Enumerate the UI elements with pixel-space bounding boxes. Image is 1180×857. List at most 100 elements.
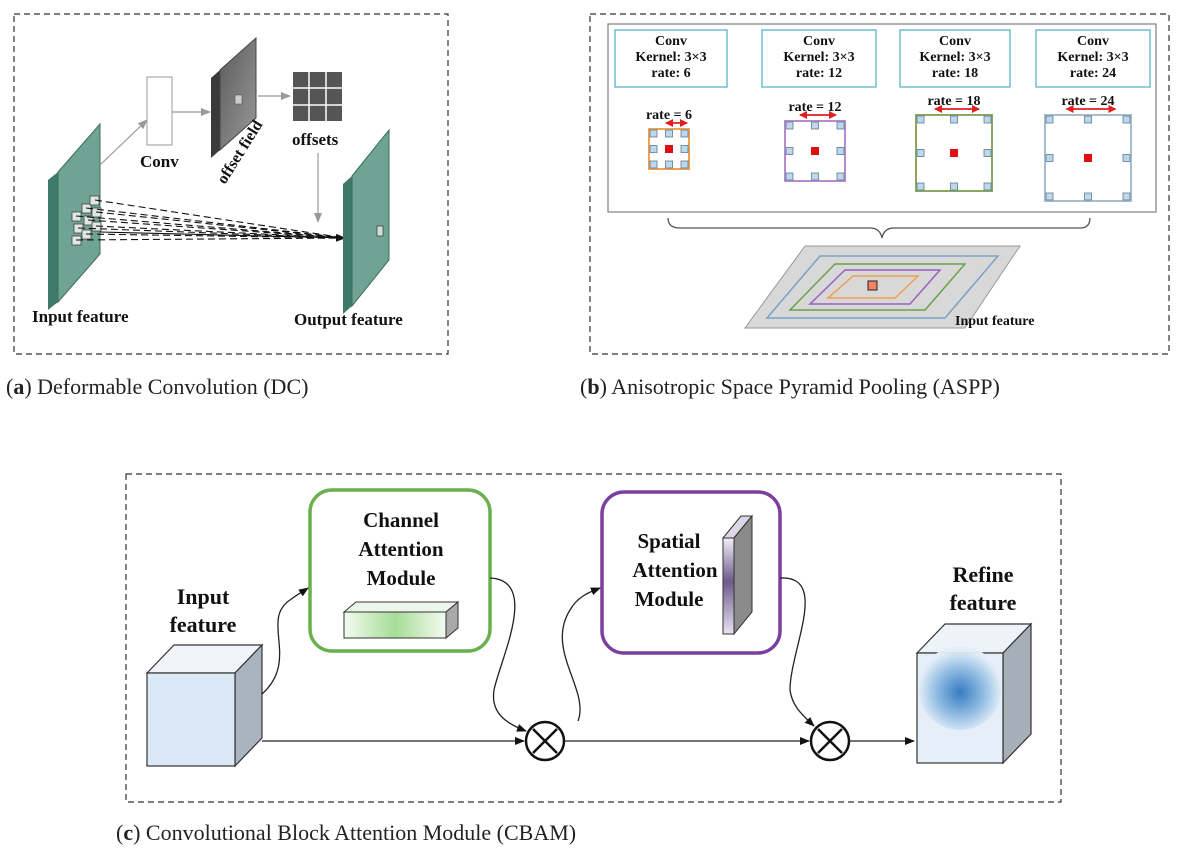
conv-label: Conv xyxy=(140,152,179,171)
rate-marker-label: rate = 24 xyxy=(1061,94,1114,109)
sample-point xyxy=(785,172,794,181)
conv-box xyxy=(146,76,173,146)
conv-rate: rate: 6 xyxy=(651,66,690,81)
multiply-node-2 xyxy=(809,720,851,762)
sample-point xyxy=(836,121,845,130)
channel-attention-bar xyxy=(342,600,460,640)
dilation-frame xyxy=(1044,114,1132,202)
refine-feature-label-2: feature xyxy=(950,590,1017,615)
sample-point xyxy=(680,129,689,138)
sample-point xyxy=(1045,192,1054,201)
caption-c: (c) Convolutional Block Attention Module… xyxy=(116,820,576,845)
spatial-attention-slab xyxy=(721,514,754,636)
conv-kernel: Kernel: 3×3 xyxy=(1057,50,1128,65)
sample-point xyxy=(811,121,819,130)
conv-rate: rate: 24 xyxy=(1070,66,1116,81)
conv-spec-box xyxy=(761,29,877,88)
sample-point xyxy=(1122,115,1131,124)
conv-spec-box xyxy=(614,29,728,88)
sample-point xyxy=(916,149,925,157)
sample-point xyxy=(836,147,845,155)
sample-point xyxy=(649,129,658,138)
sample-point xyxy=(649,160,658,169)
input-to-conv-arrow xyxy=(99,119,148,166)
panel-a: Conv offset field offsets Input feature … xyxy=(13,13,449,355)
aspp-input-feature-label: Input feature xyxy=(955,314,1034,329)
cbam-arrows xyxy=(261,577,915,745)
conv-title: Conv xyxy=(655,34,687,49)
dilation-frame xyxy=(648,128,690,170)
center-point xyxy=(811,147,819,155)
conv-rate: rate: 18 xyxy=(932,66,978,81)
dilation-frame xyxy=(784,120,846,182)
panel-b-inner-frame xyxy=(607,23,1157,213)
refine-feature-label-1: Refine xyxy=(952,562,1013,587)
sample-point xyxy=(811,172,819,181)
conv-title: Conv xyxy=(1077,34,1109,49)
aspp-input-plane xyxy=(744,245,1021,329)
caption-b: (b) Anisotropic Space Pyramid Pooling (A… xyxy=(580,374,1000,399)
panel-c: Input feature Channel Attention Module S… xyxy=(125,473,1062,803)
caption-a: (a) Deformable Convolution (DC) xyxy=(6,374,308,399)
center-point xyxy=(1084,154,1092,162)
conv-title: Conv xyxy=(803,34,835,49)
sample-point xyxy=(983,115,992,124)
center-point xyxy=(665,145,673,153)
sample-point xyxy=(1045,154,1054,162)
spatial-label-2: Attention xyxy=(632,558,717,582)
sample-point xyxy=(1045,115,1054,124)
sample-point xyxy=(950,182,958,191)
output-feature-slab xyxy=(343,128,390,314)
spatial-label-1: Spatial xyxy=(637,529,700,553)
dilation-frame xyxy=(915,114,993,192)
sample-point xyxy=(836,172,845,181)
conv-title: Conv xyxy=(939,34,971,49)
sample-point xyxy=(983,149,992,157)
panel-c-frame xyxy=(125,473,1062,803)
multiply-node-1 xyxy=(524,720,566,762)
sample-point xyxy=(916,115,925,124)
input-feature-label-1: Input xyxy=(177,584,230,609)
projection-lines xyxy=(75,199,346,242)
sample-point xyxy=(785,121,794,130)
conv-kernel: Kernel: 3×3 xyxy=(783,50,854,65)
conv-kernel: Kernel: 3×3 xyxy=(635,50,706,65)
center-point xyxy=(950,149,958,157)
conv-kernel: Kernel: 3×3 xyxy=(919,50,990,65)
sample-point xyxy=(1122,192,1131,201)
sample-point xyxy=(916,182,925,191)
sample-point xyxy=(785,147,794,155)
sample-point xyxy=(649,145,658,153)
conv-rate: rate: 12 xyxy=(796,66,842,81)
output-feature-label: Output feature xyxy=(294,310,403,329)
sample-point xyxy=(680,160,689,169)
offsets-grid xyxy=(293,72,342,121)
input-feature-label: Input feature xyxy=(32,307,129,326)
spatial-label-3: Module xyxy=(635,587,704,611)
channel-label-1: Channel xyxy=(363,508,439,532)
sample-point xyxy=(665,160,673,169)
rate-marker-label: rate = 12 xyxy=(788,100,841,115)
sample-point xyxy=(950,115,958,124)
refine-feature-cube xyxy=(915,622,1033,765)
offsets-label: offsets xyxy=(292,130,339,149)
channel-label-2: Attention xyxy=(358,537,443,561)
input-feature-label-2: feature xyxy=(170,612,237,637)
sample-point xyxy=(665,129,673,138)
sample-point xyxy=(1122,154,1131,162)
panel-a-frame xyxy=(13,13,449,355)
rate-marker-label: rate = 6 xyxy=(646,108,692,123)
aspp-brace xyxy=(667,217,1091,239)
channel-label-3: Module xyxy=(367,566,436,590)
sample-point xyxy=(1084,192,1092,201)
offset-field-slab xyxy=(211,36,257,158)
input-feature-cube xyxy=(145,643,264,768)
sample-point xyxy=(983,182,992,191)
conv-spec-box xyxy=(1035,29,1151,88)
